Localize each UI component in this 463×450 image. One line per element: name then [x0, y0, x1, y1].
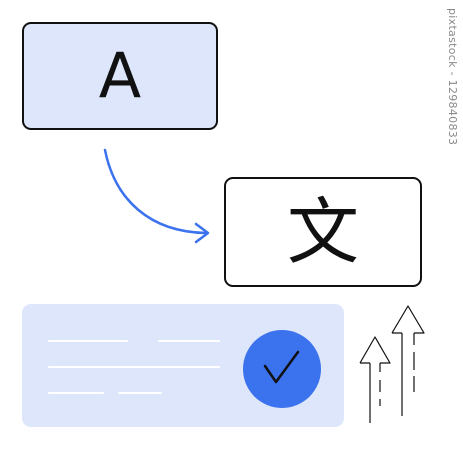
text-placeholder-line: [48, 392, 104, 394]
curved-arrow-right-icon: [103, 148, 210, 244]
chinese-character: 文: [286, 190, 359, 274]
latin-letter-a: A: [98, 39, 142, 112]
text-placeholder-line: [48, 366, 220, 368]
watermark: pixtastock - 129840833: [446, 8, 459, 146]
source-language-card: A: [22, 22, 218, 130]
text-placeholder-line: [118, 392, 162, 394]
target-language-card: 文: [224, 177, 422, 287]
result-card: [22, 304, 344, 427]
text-placeholder-line: [158, 340, 220, 342]
check-badge: [243, 330, 321, 408]
text-placeholder-line: [48, 340, 128, 342]
checkmark-icon: [263, 350, 300, 384]
double-up-arrow-icon: [359, 305, 425, 423]
